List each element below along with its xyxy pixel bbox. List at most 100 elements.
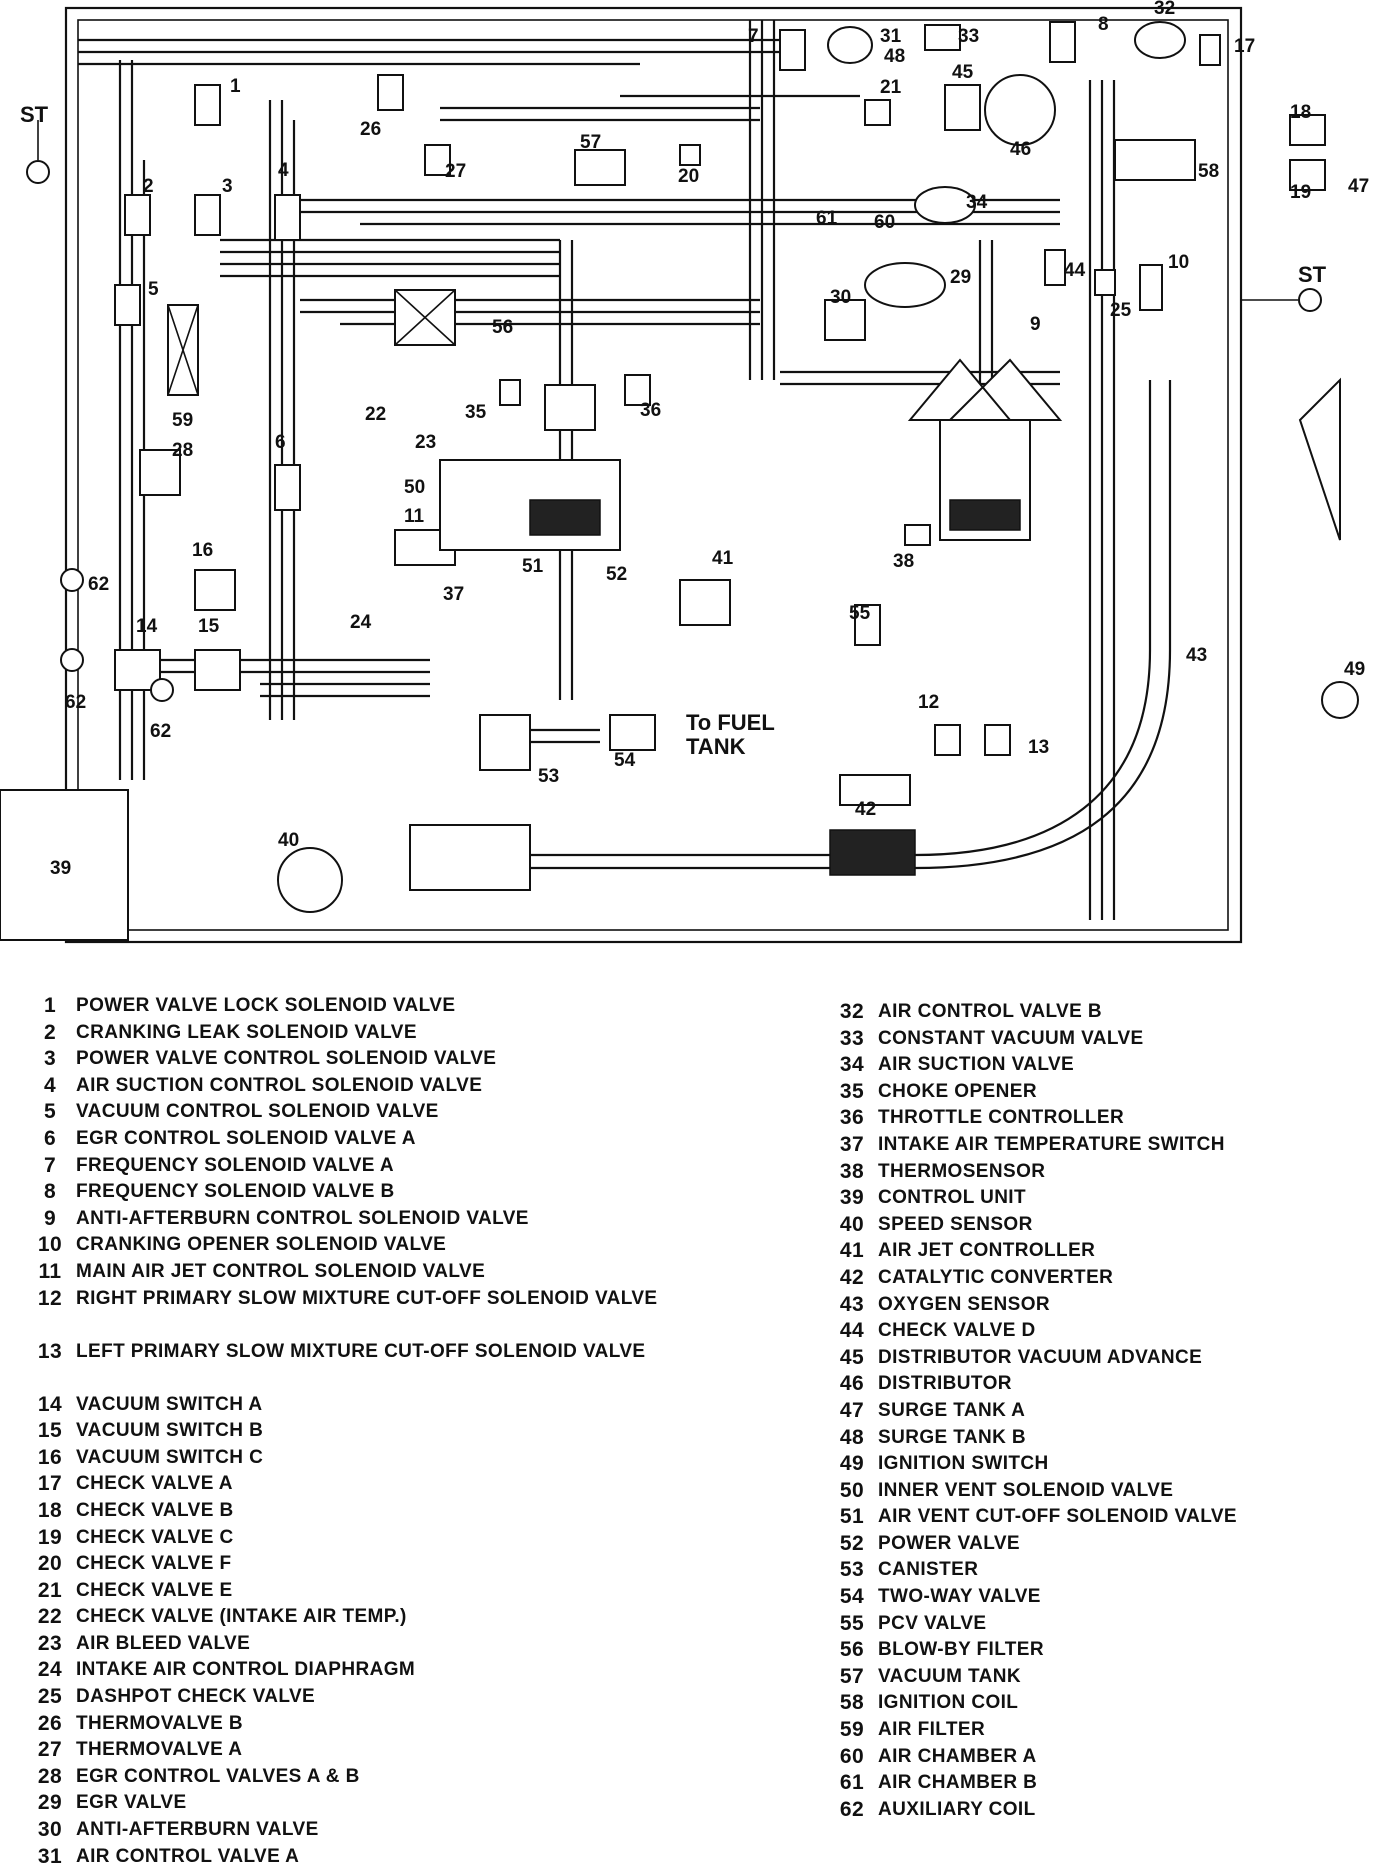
speed-sensor-shape [277,847,343,913]
callout-16: 16 [192,540,213,561]
legend-item-label: CHECK VALVE B [76,1499,234,1521]
legend-item-number: 2 [43,1020,57,1044]
legend-item-number: 53 [839,1558,865,1582]
legend-item-number: 24 [37,1658,63,1682]
callout-14: 14 [136,616,158,637]
control-unit-shape [0,789,129,941]
callout-40: 40 [278,830,299,851]
legend-item-number: 42 [839,1265,865,1289]
legend-item-number: 6 [43,1126,57,1150]
legend-item-number: 32 [839,1000,865,1023]
legend-item: 53 CANISTER [826,1559,1366,1586]
callout-32: 32 [1154,0,1175,19]
legend-item-number: 41 [839,1239,865,1263]
legend-item-label: CHECK VALVE E [76,1579,233,1601]
legend-item-label: IGNITION COIL [878,1692,1019,1714]
legend-item-label: RIGHT PRIMARY SLOW MIXTURE CUT-OFF SOLEN… [76,1287,658,1309]
legend-item-label: AIR CHAMBER B [878,1772,1038,1794]
legend-item-label: THROTTLE CONTROLLER [878,1107,1125,1129]
legend-item-label: FREQUENCY SOLENOID VALVE B [76,1181,395,1203]
legend-item-label: CHOKE OPENER [878,1080,1037,1102]
callout-12: 12 [918,692,939,713]
legend-item-label: LEFT PRIMARY SLOW MIXTURE CUT-OFF SOLENO… [76,1340,646,1362]
legend-item-number: 36 [839,1106,865,1130]
legend-item-label: CHECK VALVE F [76,1553,232,1575]
legend-item: 18 CHECK VALVE B [24,1498,804,1527]
callout-27: 27 [445,161,466,182]
legend-item-number: 31 [37,1844,63,1868]
callout-4: 4 [278,160,289,181]
fuel-tank-label-line1: To FUEL [686,710,775,735]
callout-46: 46 [1010,139,1031,160]
legend-item-number: 9 [43,1206,57,1230]
legend-item-label: POWER VALVE [878,1532,1020,1554]
legend-item-label: DISTRIBUTOR [878,1373,1012,1395]
callout-35: 35 [465,402,487,423]
callout-61: 61 [816,208,838,229]
callout-18: 18 [1290,102,1311,123]
legend-item-number: 30 [37,1818,63,1842]
starter-terminal-right: ST [1240,262,1327,312]
legend-item-label: MAIN AIR JET CONTROL SOLENOID VALVE [76,1260,486,1282]
hose-frame [64,6,1243,944]
ignition-coil-shape [1114,139,1196,181]
legend-item-label: AUXILIARY COIL [878,1798,1036,1820]
callout-62-a: 62 [88,574,109,595]
legend-item-label: SURGE TANK A [878,1399,1026,1421]
legend-item-number: 43 [839,1292,865,1316]
legend-item-label: OXYGEN SENSOR [878,1293,1051,1315]
legend-item-label: AIR SUCTION VALVE [878,1054,1075,1076]
callout-56: 56 [492,317,513,338]
callout-54: 54 [614,750,636,771]
callout-25: 25 [1110,300,1132,321]
legend-item: 9 ANTI-AFTERBURN CONTROL SOLENOID VALVE [24,1206,804,1235]
legend-item-label: THERMOSENSOR [878,1160,1046,1182]
vacuum-tank-shape [574,149,626,186]
legend-item-number: 60 [839,1744,865,1768]
callout-36: 36 [640,400,661,421]
fuel-tank-label-line2: TANK [686,734,746,759]
legend-item-number: 1 [43,994,57,1017]
legend-item-label: VACUUM SWITCH C [76,1446,264,1468]
legend-item-number: 19 [37,1525,63,1549]
legend-item-number: 18 [37,1498,63,1522]
legend-item-number: 57 [839,1664,865,1688]
legend-item-label: INTAKE AIR TEMPERATURE SWITCH [878,1133,1225,1155]
component-shapes [0,21,1359,941]
legend-item-label: DISTRIBUTOR VACUUM ADVANCE [878,1346,1203,1368]
legend-item-label: THERMOVALVE B [76,1712,244,1734]
legend-item-label: VACUUM TANK [878,1665,1022,1687]
legend-item-number: 48 [839,1425,865,1449]
vacuum-hose-diagram: ST ST [0,0,1369,944]
callout-33: 33 [958,26,979,47]
distributor-shape [984,74,1056,146]
legend-item-label: CANISTER [878,1559,979,1581]
callout-41: 41 [712,548,734,569]
starter-terminal-left: ST [20,102,50,184]
legend-item-label: ANTI-AFTERBURN CONTROL SOLENOID VALVE [76,1207,529,1229]
callout-17: 17 [1234,36,1255,57]
callout-53: 53 [538,766,559,787]
legend-item-label: CHECK VALVE (INTAKE AIR TEMP.) [76,1606,407,1628]
legend-item-label: FREQUENCY SOLENOID VALVE A [76,1154,394,1176]
legend-item-number: 33 [839,1026,865,1050]
